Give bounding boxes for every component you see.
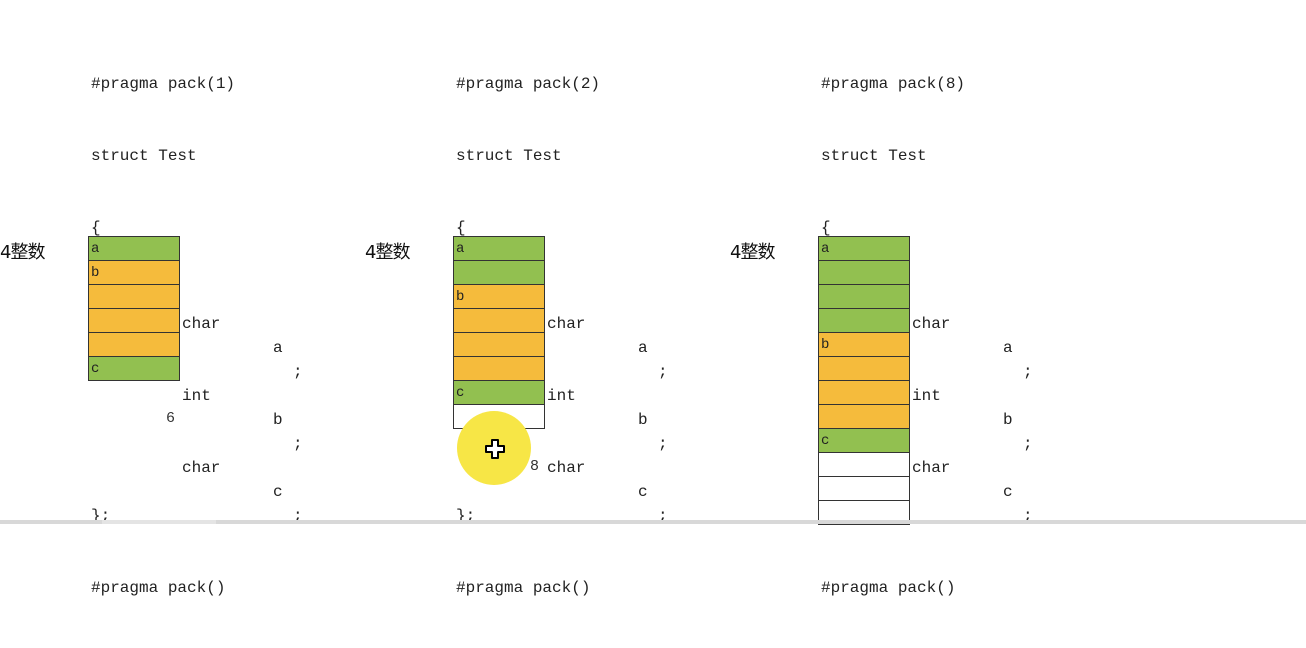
panel-pack-2: #pragma pack(2) struct Test { char a ; i…: [365, 0, 725, 597]
divider-segment: [0, 520, 102, 524]
memory-byte-cell: [818, 356, 910, 381]
bottom-divider: [0, 520, 1306, 524]
member-type: char: [912, 315, 951, 333]
memory-byte-cell: [453, 260, 545, 285]
memory-byte-cell: [818, 452, 910, 477]
alignment-label: 4整数: [730, 242, 775, 263]
memory-byte-cell: c: [453, 380, 545, 405]
panel-pack-8: #pragma pack(8) struct Test { char a ; i…: [730, 0, 1090, 597]
member-name: c: [1003, 483, 1013, 501]
memory-byte-cell: [818, 284, 910, 309]
member-name: b: [1003, 411, 1013, 429]
member-type: char: [912, 459, 951, 477]
member-tag: c: [821, 433, 830, 449]
member-a: char a ;: [821, 288, 1033, 381]
member-name: c: [638, 483, 648, 501]
member-name: b: [638, 411, 648, 429]
memory-byte-cell: a: [453, 236, 545, 261]
memory-byte-cell: [453, 332, 545, 357]
brace-open-line: {: [821, 219, 831, 237]
member-semicolon: ;: [658, 507, 668, 525]
member-tag: b: [821, 337, 830, 353]
member-name: c: [273, 483, 283, 501]
member-tag: b: [91, 265, 100, 281]
memory-byte-cell: a: [818, 236, 910, 261]
struct-decl-line: struct Test: [456, 147, 562, 165]
memory-byte-cell: [818, 404, 910, 429]
pragma-close-line: #pragma pack(): [91, 579, 226, 597]
member-type: int: [182, 387, 211, 405]
member-b: int b ;: [91, 360, 303, 453]
member-a: char a ;: [91, 288, 303, 381]
memory-byte-cell: a: [88, 236, 180, 261]
pragma-open-line: #pragma pack(1): [91, 75, 236, 93]
memory-byte-cell: b: [88, 260, 180, 285]
member-type: int: [912, 387, 941, 405]
struct-size: 6: [166, 410, 176, 427]
member-a: char a ;: [456, 288, 668, 381]
member-name: a: [638, 339, 648, 357]
alignment-label: 4整数: [0, 242, 45, 263]
member-b: int b ;: [821, 360, 1033, 453]
memory-byte-cell: [453, 308, 545, 333]
member-semicolon: ;: [1023, 507, 1033, 525]
member-type: char: [182, 315, 221, 333]
member-semicolon: ;: [1023, 363, 1033, 381]
pragma-close-line: #pragma pack(): [456, 579, 591, 597]
member-tag: c: [91, 361, 100, 377]
member-semicolon: ;: [658, 363, 668, 381]
member-b: int b ;: [456, 360, 668, 453]
member-name: a: [273, 339, 283, 357]
pragma-open-line: #pragma pack(2): [456, 75, 601, 93]
member-tag: a: [821, 241, 830, 257]
memory-byte-cell: [88, 332, 180, 357]
member-semicolon: ;: [1023, 435, 1033, 453]
memory-byte-cell: c: [88, 356, 180, 381]
move-cursor-icon: [484, 438, 506, 460]
member-name: a: [1003, 339, 1013, 357]
member-type: char: [547, 315, 586, 333]
member-tag: a: [456, 241, 465, 257]
pragma-open-line: #pragma pack(8): [821, 75, 966, 93]
memory-byte-cell: [818, 308, 910, 333]
alignment-label: 4整数: [365, 242, 410, 263]
memory-byte-cell: b: [453, 284, 545, 309]
memory-byte-cell: [818, 476, 910, 501]
member-semicolon: ;: [293, 507, 303, 525]
struct-decl-line: struct Test: [821, 147, 927, 165]
struct-decl-line: struct Test: [91, 147, 197, 165]
member-type: int: [547, 387, 576, 405]
memory-byte-cell: [88, 308, 180, 333]
member-name: b: [273, 411, 283, 429]
memory-byte-cell: [818, 380, 910, 405]
member-semicolon: ;: [293, 435, 303, 453]
memory-byte-cell: [88, 284, 180, 309]
divider-segment: [216, 520, 1306, 524]
memory-byte-cell: c: [818, 428, 910, 453]
member-semicolon: ;: [293, 363, 303, 381]
member-tag: c: [456, 385, 465, 401]
member-c: char c ;: [91, 432, 303, 525]
member-tag: b: [456, 289, 465, 305]
struct-size: 8: [530, 458, 540, 475]
member-type: char: [182, 459, 221, 477]
brace-open-line: {: [456, 219, 466, 237]
member-tag: a: [91, 241, 100, 257]
member-c: char c ;: [456, 432, 668, 525]
member-semicolon: ;: [658, 435, 668, 453]
memory-layout: a b c: [453, 236, 545, 429]
memory-byte-cell: [818, 260, 910, 285]
memory-byte-cell: b: [818, 332, 910, 357]
memory-byte-cell: [453, 356, 545, 381]
panel-pack-1: #pragma pack(1) struct Test { char a ; i…: [0, 0, 360, 597]
member-c: char c ;: [821, 432, 1033, 525]
brace-open-line: {: [91, 219, 101, 237]
memory-layout: a b c: [818, 236, 910, 525]
member-type: char: [547, 459, 586, 477]
pragma-close-line: #pragma pack(): [821, 579, 956, 597]
